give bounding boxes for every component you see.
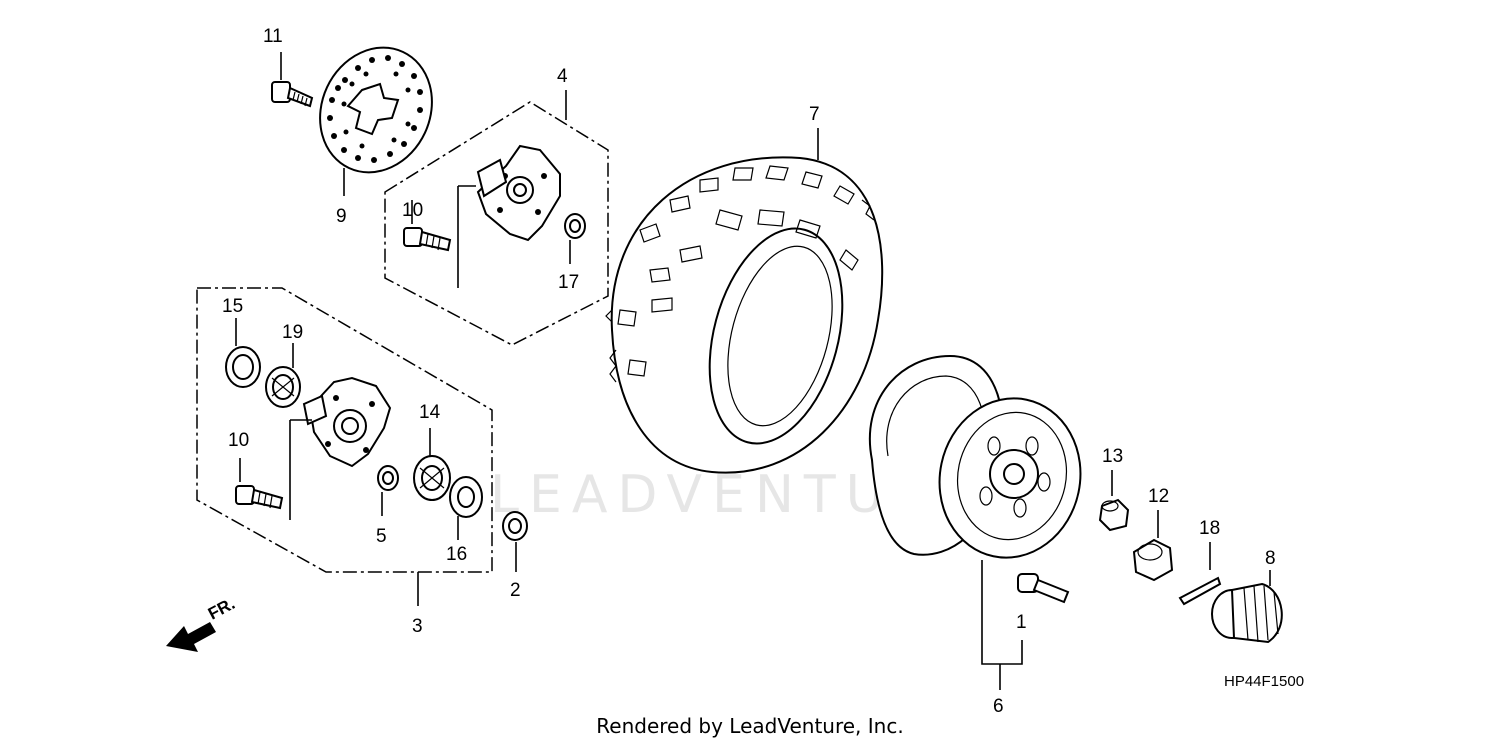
seal-16[interactable] (449, 476, 483, 518)
callout-16: 16 (446, 544, 467, 565)
hub-4[interactable] (476, 144, 561, 242)
tire-7[interactable] (605, 156, 884, 474)
callout-10-lower: 10 (228, 430, 249, 451)
collar-5[interactable] (377, 465, 399, 491)
callout-1: 1 (1016, 612, 1027, 633)
bolt-11[interactable] (271, 81, 314, 108)
nut-13[interactable] (1098, 498, 1130, 532)
cotter-pin-18[interactable] (1178, 576, 1222, 606)
callout-15: 15 (222, 296, 243, 317)
valve-1[interactable] (1017, 573, 1070, 604)
bolt-10-upper[interactable] (403, 227, 452, 252)
bolt-10-lower[interactable] (235, 485, 284, 510)
front-direction-arrow: FR. (166, 594, 238, 652)
bearing-19[interactable] (265, 366, 301, 408)
callout-9: 9 (336, 206, 347, 227)
rim-6[interactable] (868, 354, 1095, 571)
brake-disc[interactable] (300, 29, 452, 191)
callout-13: 13 (1102, 446, 1123, 467)
callout-14: 14 (419, 402, 441, 423)
bearing-14[interactable] (413, 455, 451, 501)
callout-17: 17 (558, 272, 579, 293)
nut-12[interactable] (1132, 538, 1174, 582)
callout-19: 19 (282, 322, 303, 343)
callout-2: 2 (510, 580, 521, 601)
callout-18: 18 (1199, 518, 1220, 539)
diagram-code: HP44F1500 (1224, 673, 1304, 690)
bearing-17[interactable] (564, 213, 586, 239)
callout-7: 7 (809, 104, 820, 125)
assembly-4-outline (384, 101, 609, 346)
callout-3: 3 (412, 616, 423, 637)
callout-6: 6 (993, 696, 1004, 717)
callout-11: 11 (263, 26, 283, 47)
direction-label: FR. (205, 594, 238, 624)
footer-credit: Rendered by LeadVenture, Inc. (596, 714, 904, 738)
assembly-3-outline (196, 287, 493, 573)
callout-4: 4 (557, 66, 568, 87)
hub-3[interactable] (302, 376, 392, 468)
bearing-15[interactable] (225, 346, 261, 388)
collar-2[interactable] (502, 511, 528, 541)
callout-10-upper: 10 (402, 200, 423, 221)
callout-5: 5 (376, 526, 387, 547)
callout-12: 12 (1148, 486, 1169, 507)
cap-8[interactable] (1211, 582, 1283, 644)
callout-8: 8 (1265, 548, 1276, 569)
